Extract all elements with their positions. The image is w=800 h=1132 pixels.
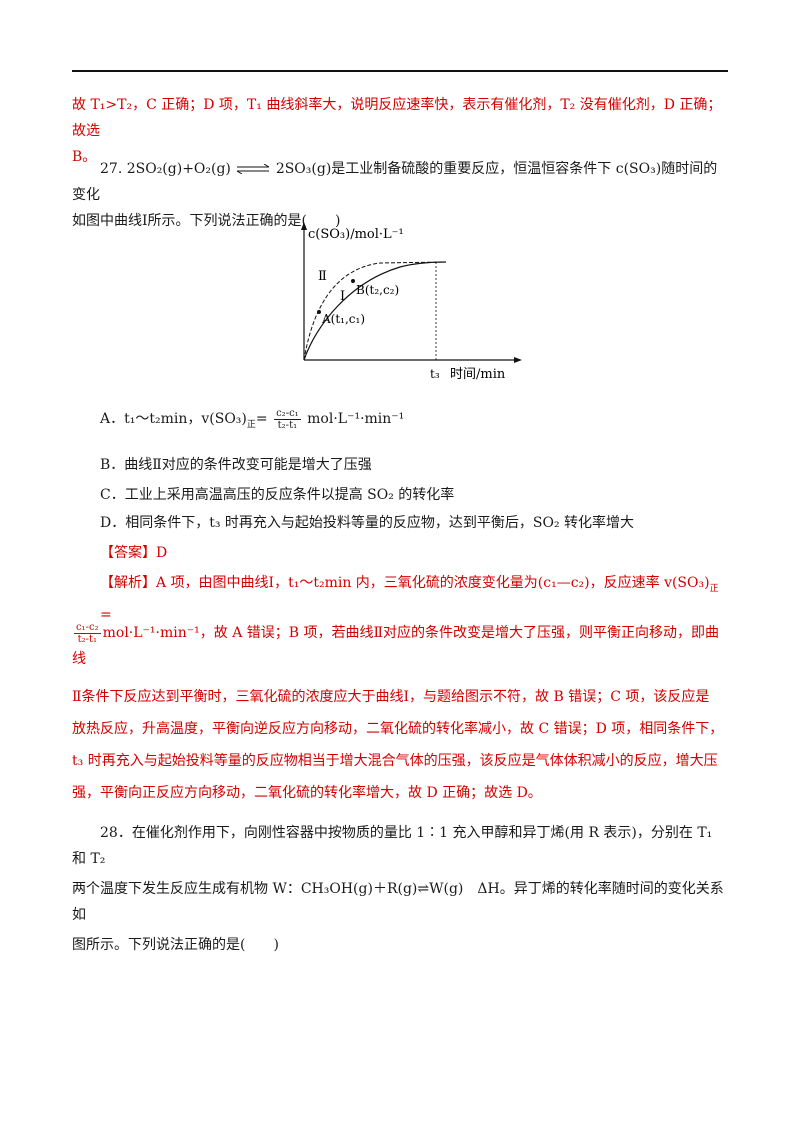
analysis-fraction-numerator: c₁-c₂ (74, 621, 101, 634)
option-A-equals: = (255, 411, 268, 427)
y-axis-arrow-icon (301, 222, 307, 230)
option-D: D．相同条件下，t₃ 时再充入与起始投料等量的反应物，达到平衡后，SO₂ 转化率… (100, 515, 635, 531)
option-A-unit: mol·L⁻¹·min⁻¹ (307, 411, 405, 427)
previous-answer-line1: 故 T₁>T₂，C 正确；D 项，T₁ 曲线斜率大，说明反应速率快，表示有催化剂… (72, 97, 722, 139)
concentration-time-figure: c(SO₃)/mol·L⁻¹ 时间/min t₃ Ⅱ Ⅰ B(t₂,c₂) A(… (301, 222, 522, 382)
analysis-line1: 【解析】A 项，由图中曲线Ⅰ，t₁～t₂min 内，三氧化硫的浓度变化量为(c₁… (100, 570, 728, 628)
header-rule (72, 70, 728, 72)
equation-right: 2SO₃(g) (275, 161, 332, 177)
option-A-numerator: c₂-c₁ (274, 407, 301, 420)
question-27-stem: 27. 2SO₂(g)+O₂(g) 2SO₃(g)是工业制备硫酸的重要反应，恒温… (72, 156, 728, 234)
x-axis-label: 时间/min (450, 367, 506, 382)
equilibrium-arrow-icon (237, 164, 270, 174)
option-A: A．t₁～t₂min，v(SO₃)正= c₂-c₁ t₂-t₁ mol·L⁻¹·… (100, 406, 728, 438)
analysis-line4: 放热反应，升高温度，平衡向逆反应方向移动，二氧化硫的转化率减小，故 C 错误；D… (72, 721, 724, 737)
analysis-body: c₁-c₂ t₂-t₁ mol·L⁻¹·min⁻¹，故 A 错误；B 项，若曲线… (72, 620, 728, 806)
question-number: 27. (100, 161, 123, 177)
analysis-line2-text: mol·L⁻¹·min⁻¹，故 A 错误；B 项，若曲线Ⅱ对应的条件改变是增大了… (72, 625, 720, 667)
question-28-line3: 图所示。下列说法正确的是( ) (72, 937, 279, 953)
analysis-line3: Ⅱ条件下反应达到平衡时，三氧化硫的浓度应大于曲线Ⅰ，与题给图示不符，故 B 错误… (72, 689, 710, 705)
question-27-stem-rest: 是工业制备硫酸的重要反应，恒温恒容条件下 c(SO₃)随时间的变化 (72, 161, 718, 203)
curve-I (303, 261, 447, 361)
analysis-line5: t₃ 时再充入与起始投料等量的反应物相当于增大混合气体的压强，该反应是气体体积减… (72, 753, 718, 769)
option-A-prefix: A．t₁～t₂min，v(SO₃) (100, 411, 247, 427)
analysis-equals: = (100, 606, 112, 623)
point-A-marker (317, 310, 321, 314)
previous-answer-line2: B。 (72, 149, 97, 165)
analysis-line1-text: 【解析】A 项，由图中曲线Ⅰ，t₁～t₂min 内，三氧化硫的浓度变化量为(c₁… (100, 575, 710, 591)
analysis-subscript: 正 (709, 583, 719, 594)
option-A-denominator: t₂-t₁ (277, 419, 298, 431)
equation-left: 2SO₂(g)+O₂(g) (126, 161, 231, 177)
analysis-fraction-denominator: t₂-t₁ (77, 633, 98, 645)
analysis-line2: c₁-c₂ t₂-t₁ mol·L⁻¹·min⁻¹，故 A 错误；B 项，若曲线… (72, 620, 728, 672)
t3-label: t₃ (430, 367, 440, 381)
curve-I-label: Ⅰ (340, 289, 345, 304)
answer-label: 【答案】D (100, 545, 168, 561)
point-B-label: B(t₂,c₂) (356, 283, 399, 297)
question-27-line2: 如图中曲线Ⅰ所示。下列说法正确的是( ) (72, 213, 341, 229)
option-A-subscript: 正 (246, 419, 256, 430)
question-28-line1: 28．在催化剂作用下，向刚性容器中按物质的量比 1∶1 充入甲醇和异丁烯(用 R… (72, 825, 713, 867)
point-A-label: A(t₁,c₁) (321, 312, 365, 326)
question-28-line2: 两个温度下发生反应生成有机物 W：CH₃OH(g)＋R(g)⇌W(g) ΔH。异… (72, 881, 724, 923)
option-B: B．曲线Ⅱ对应的条件改变可能是增大了压强 (100, 457, 372, 473)
question-27-line1: 27. 2SO₂(g)+O₂(g) 2SO₃(g)是工业制备硫酸的重要反应，恒温… (72, 156, 728, 208)
y-axis-label: c(SO₃)/mol·L⁻¹ (308, 227, 404, 242)
option-A-fraction: c₂-c₁ t₂-t₁ (274, 408, 301, 431)
point-B-marker (351, 279, 355, 283)
analysis-fraction: c₁-c₂ t₂-t₁ (74, 622, 101, 645)
curve-II-label: Ⅱ (318, 269, 327, 284)
option-C: C．工业上采用高温高压的反应条件以提高 SO₂ 的转化率 (100, 487, 455, 503)
analysis-line6: 强，平衡向正反应方向移动，二氧化硫的转化率增大，故 D 正确；故选 D。 (72, 785, 542, 801)
curve-II (303, 261, 447, 361)
question-28-stem: 28．在催化剂作用下，向刚性容器中按物质的量比 1∶1 充入甲醇和异丁烯(用 R… (72, 820, 728, 958)
previous-answer-tail: 故 T₁>T₂，C 正确；D 项，T₁ 曲线斜率大，说明反应速率快，表示有催化剂… (72, 92, 728, 170)
x-axis-arrow-icon (514, 357, 522, 363)
